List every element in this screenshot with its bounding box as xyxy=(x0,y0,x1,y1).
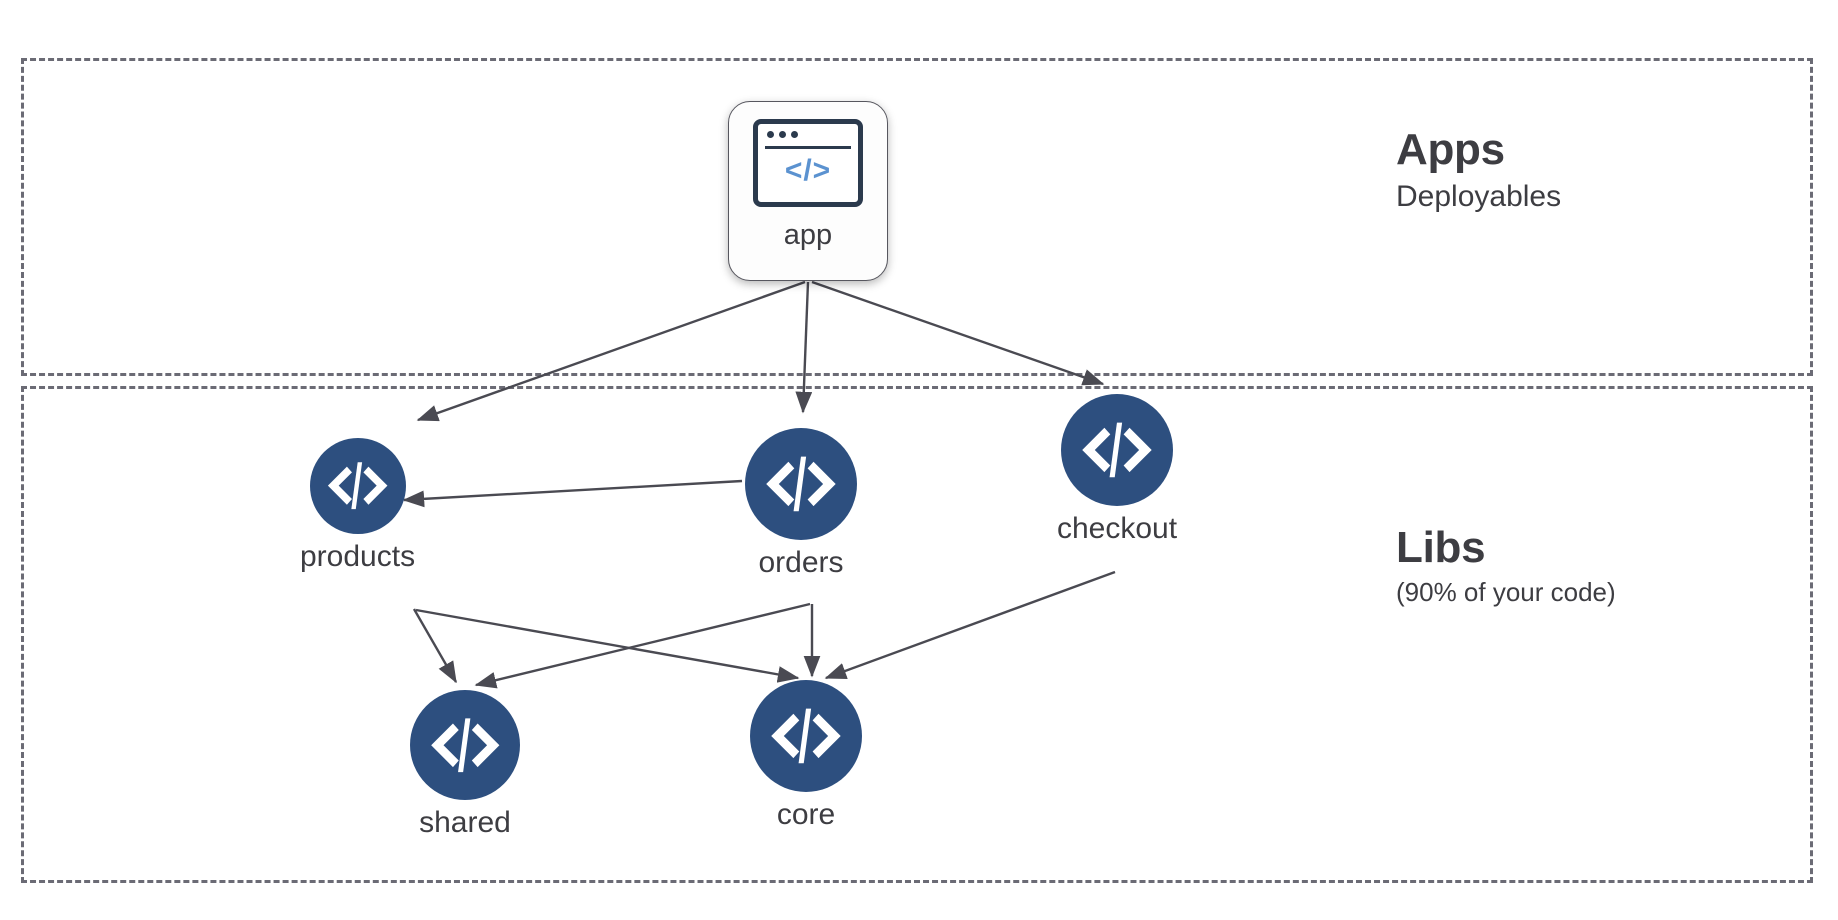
lane-libs-caption: Libs (90% of your code) xyxy=(1396,523,1616,610)
lane-libs-subtitle: (90% of your code) xyxy=(1396,577,1616,608)
lane-libs-title: Libs xyxy=(1396,523,1486,572)
browser-code-icon: </> xyxy=(753,119,863,207)
code-brackets-icon xyxy=(1061,394,1174,506)
code-brackets-icon xyxy=(750,680,862,792)
code-brackets-icon xyxy=(309,438,406,534)
node-shared-label: shared xyxy=(419,806,511,839)
browser-rule-divider xyxy=(765,146,851,149)
node-checkout[interactable]: checkout xyxy=(1057,394,1177,544)
node-app-label: app xyxy=(783,219,833,251)
code-brackets-icon xyxy=(410,690,520,800)
node-orders[interactable]: orders xyxy=(745,428,857,578)
lane-apps-caption: Apps Deployables xyxy=(1396,125,1562,218)
node-core-label: core xyxy=(776,798,836,831)
node-products[interactable]: products xyxy=(300,438,415,572)
node-app[interactable]: </> app xyxy=(728,101,888,281)
lane-libs xyxy=(21,386,1813,883)
node-core[interactable]: core xyxy=(750,680,862,830)
lane-apps-subtitle: Deployables xyxy=(1396,180,1562,214)
node-orders-label: orders xyxy=(758,546,844,579)
node-shared[interactable]: shared xyxy=(410,690,520,838)
lane-apps-title: Apps xyxy=(1396,125,1505,174)
node-products-label: products xyxy=(300,540,416,573)
code-brackets-glyph: </> xyxy=(784,154,832,187)
browser-dots-icon xyxy=(767,131,798,138)
node-checkout-label: checkout xyxy=(1057,512,1178,545)
code-brackets-icon xyxy=(745,428,857,540)
